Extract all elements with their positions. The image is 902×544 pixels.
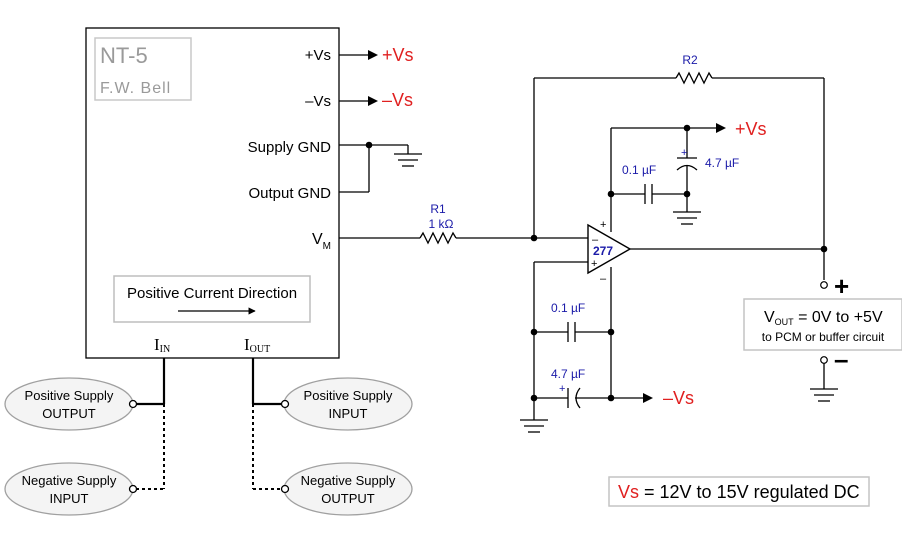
sensor-maker: F.W. Bell bbox=[100, 80, 171, 97]
neg-supply-output: Negative Supply OUTPUT bbox=[280, 462, 413, 516]
supply-note: Vs = 12V to 15V regulated DC bbox=[608, 476, 870, 507]
iout-label: IOUT bbox=[244, 335, 270, 355]
rail-label-neg-sensor: –Vs bbox=[382, 90, 413, 110]
supply-note-text: Vs = 12V to 15V regulated DC bbox=[618, 482, 860, 502]
c-top-large-plus: + bbox=[681, 147, 687, 159]
opamp-minus-input: – bbox=[592, 234, 599, 246]
c-bot-large-label: 4.7 µF bbox=[551, 367, 585, 381]
opamp-pos-supply-pin: + bbox=[600, 219, 606, 231]
vout-minus-sign: – bbox=[834, 344, 848, 374]
vout-range: VOUT = 0V to +5V bbox=[764, 309, 883, 327]
r1-value: 1 kΩ bbox=[429, 217, 454, 231]
rail-label-pos-sensor: +Vs bbox=[382, 45, 414, 65]
iin-label: IIN bbox=[154, 335, 170, 355]
rail-label-neg-amp: –Vs bbox=[663, 388, 694, 408]
neg-supply-input: Negative Supply INPUT bbox=[4, 462, 138, 516]
opamp-neg-supply-pin: – bbox=[600, 273, 607, 285]
c-top-large-label: 4.7 µF bbox=[705, 156, 739, 170]
primary-connections: Positive Supply OUTPUT Negative Supply I… bbox=[4, 358, 413, 516]
c-bot-large-plus: + bbox=[559, 383, 565, 395]
nt5-sensor: NT-5 F.W. Bell +Vs –Vs Supply GND Output… bbox=[85, 27, 340, 359]
pin-label-pos-vs: +Vs bbox=[305, 47, 331, 64]
opamp-stage: R2 277 – + + – + bbox=[530, 53, 849, 301]
pos-supply-output: Positive Supply OUTPUT bbox=[4, 377, 138, 431]
vout-neg-terminal bbox=[820, 356, 828, 364]
pin-label-vm: VM bbox=[312, 231, 331, 252]
direction-label: Positive Current Direction bbox=[127, 285, 297, 302]
vout-panel: VOUT = 0V to +5V to PCM or buffer circui… bbox=[743, 298, 902, 402]
neg-supply-input-line1: Negative Supply bbox=[22, 473, 117, 488]
supply-gnd-symbol bbox=[394, 153, 422, 167]
pin-label-supply-gnd: Supply GND bbox=[248, 139, 332, 156]
neg-rail-gnd-symbol bbox=[520, 419, 548, 433]
direction-box bbox=[113, 275, 311, 323]
pos-rail-decoupling: +Vs 0.1 µF + 4.7 µF bbox=[607, 119, 767, 232]
neg-supply-output-line1: Negative Supply bbox=[301, 473, 396, 488]
pos-supply-input-line1: Positive Supply bbox=[304, 388, 393, 403]
sensor-logo-box bbox=[94, 37, 192, 101]
vout-note: to PCM or buffer circuit bbox=[762, 330, 885, 344]
pos-rail-gnd-symbol bbox=[673, 211, 701, 225]
resistor-r1 bbox=[419, 231, 457, 245]
resistor-r2 bbox=[675, 71, 713, 85]
rail-label-pos-amp: +Vs bbox=[735, 119, 767, 139]
pos-supply-input-line2: INPUT bbox=[329, 406, 368, 421]
opamp-277 bbox=[587, 223, 632, 275]
vout-box bbox=[743, 298, 902, 351]
r2-name: R2 bbox=[682, 53, 698, 67]
opamp-plus-input: + bbox=[591, 258, 597, 270]
neg-supply-input-line2: INPUT bbox=[50, 491, 89, 506]
pos-supply-input: Positive Supply INPUT bbox=[280, 377, 413, 431]
pos-supply-output-line1: Positive Supply bbox=[25, 388, 114, 403]
neg-rail-decoupling: 0.1 µF + 4.7 µF –Vs bbox=[520, 261, 694, 433]
vout-pos-terminal bbox=[820, 281, 828, 289]
opamp-label: 277 bbox=[593, 244, 613, 258]
c-bot-small-label: 0.1 µF bbox=[551, 301, 585, 315]
sensor-wiring: +Vs –Vs R1 1 kΩ bbox=[339, 45, 588, 245]
pos-supply-output-line2: OUTPUT bbox=[42, 406, 96, 421]
pin-label-output-gnd: Output GND bbox=[248, 185, 331, 202]
c-top-small-label: 0.1 µF bbox=[622, 163, 656, 177]
vout-gnd-symbol bbox=[810, 388, 838, 402]
pin-label-neg-vs: –Vs bbox=[305, 93, 331, 110]
r1-name: R1 bbox=[430, 202, 446, 216]
sensor-model: NT-5 bbox=[100, 43, 148, 68]
vout-plus-sign: + bbox=[834, 271, 849, 301]
neg-supply-output-line2: OUTPUT bbox=[321, 491, 375, 506]
supply-note-box bbox=[608, 476, 870, 507]
